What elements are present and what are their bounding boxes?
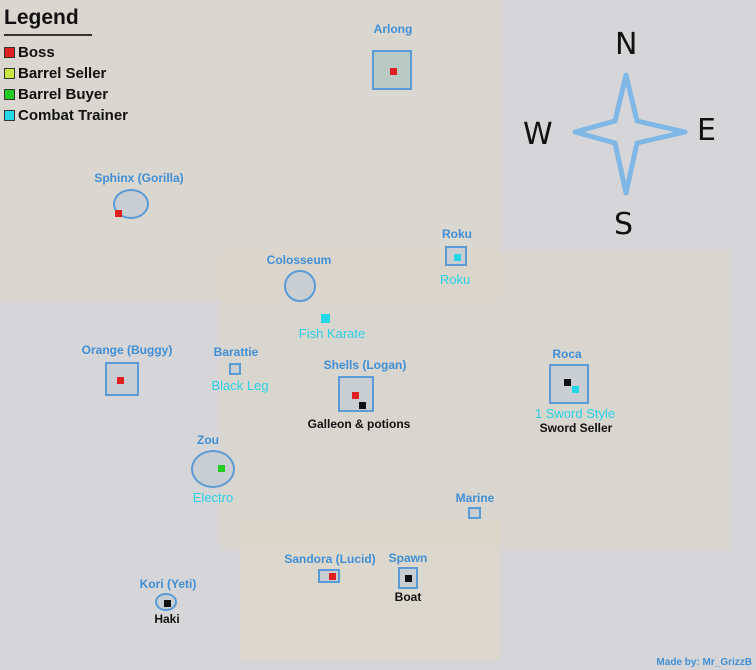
label-zou: Zou (197, 433, 219, 447)
legend-label: Barrel Buyer (18, 86, 109, 103)
legend-title: Legend (4, 6, 92, 36)
island-shells[interactable] (338, 376, 374, 412)
label-sandora: Sandora (Lucid) (284, 552, 376, 566)
legend-item-barrel-seller: Barrel Seller (4, 63, 128, 84)
legend-label: Combat Trainer (18, 107, 129, 124)
shop-boat: Boat (394, 590, 422, 604)
legend-item-combat-trainer: Combat Trainer (4, 105, 128, 126)
boss-marker (329, 573, 336, 580)
trainer-sword-style: 1 Sword Style (534, 406, 616, 421)
label-orange: Orange (Buggy) (81, 343, 173, 357)
island-orange[interactable] (105, 362, 139, 396)
trainer-electro: Electro (192, 490, 234, 505)
shop-sword-seller: Sword Seller (539, 421, 613, 435)
legend-item-boss: Boss (4, 42, 128, 63)
label-sphinx: Sphinx (Gorilla) (94, 171, 184, 185)
island-arlong[interactable] (372, 50, 412, 90)
shop-marker (405, 575, 412, 582)
shop-marker (359, 402, 366, 409)
barrel-seller-swatch (4, 68, 15, 79)
compass-west: W (523, 117, 553, 152)
combat-trainer-marker (454, 254, 461, 261)
legend-label: Boss (18, 44, 55, 61)
island-colosseum[interactable] (284, 270, 316, 302)
boss-marker (352, 392, 359, 399)
island-roku[interactable] (445, 246, 467, 266)
legend-item-barrel-buyer: Barrel Buyer (4, 84, 128, 105)
island-spawn[interactable] (398, 567, 418, 589)
combat-trainer-marker[interactable] (321, 314, 330, 323)
island-zou[interactable] (191, 450, 235, 488)
compass-east: E (697, 113, 716, 148)
island-roca[interactable] (549, 364, 589, 404)
barrel-buyer-marker (218, 465, 225, 472)
legend-label: Barrel Seller (18, 65, 107, 82)
boss-marker (115, 210, 122, 217)
combat-trainer-swatch (4, 110, 15, 121)
label-shells: Shells (Logan) (323, 358, 407, 372)
label-barattie: Barattie (213, 345, 259, 359)
shop-galleon: Galleon & potions (307, 417, 411, 431)
label-roca: Roca (552, 347, 582, 361)
label-kori: Kori (Yeti) (139, 577, 197, 591)
boss-swatch (4, 47, 15, 58)
label-marine: Marine (455, 491, 495, 505)
combat-trainer-marker (572, 386, 579, 393)
boss-marker (390, 68, 397, 75)
credit: Made by: Mr_GrizzB (656, 657, 752, 668)
shop-haki: Haki (154, 612, 180, 626)
shop-marker (564, 379, 571, 386)
island-kori[interactable] (155, 593, 177, 611)
compass-rose: N E S W (520, 25, 750, 255)
shop-marker (164, 600, 171, 607)
trainer-fish-karate: Fish Karate (298, 326, 366, 341)
trainer-roku: Roku (439, 272, 471, 287)
boss-marker (117, 377, 124, 384)
label-arlong: Arlong (373, 22, 413, 36)
legend: Legend Boss Barrel Seller Barrel Buyer C… (4, 6, 128, 126)
map-background-south (240, 520, 500, 660)
label-colosseum: Colosseum (266, 253, 332, 267)
compass-north: N (615, 27, 638, 62)
island-sandora[interactable] (318, 569, 340, 583)
island-sphinx[interactable] (113, 189, 149, 219)
island-barattie[interactable] (229, 363, 241, 375)
label-roku: Roku (442, 227, 472, 241)
trainer-black-leg: Black Leg (211, 378, 269, 393)
compass-star-icon (572, 72, 688, 196)
island-marine[interactable] (468, 507, 481, 519)
barrel-buyer-swatch (4, 89, 15, 100)
compass-south: S (614, 207, 634, 242)
label-spawn: Spawn (388, 551, 428, 565)
